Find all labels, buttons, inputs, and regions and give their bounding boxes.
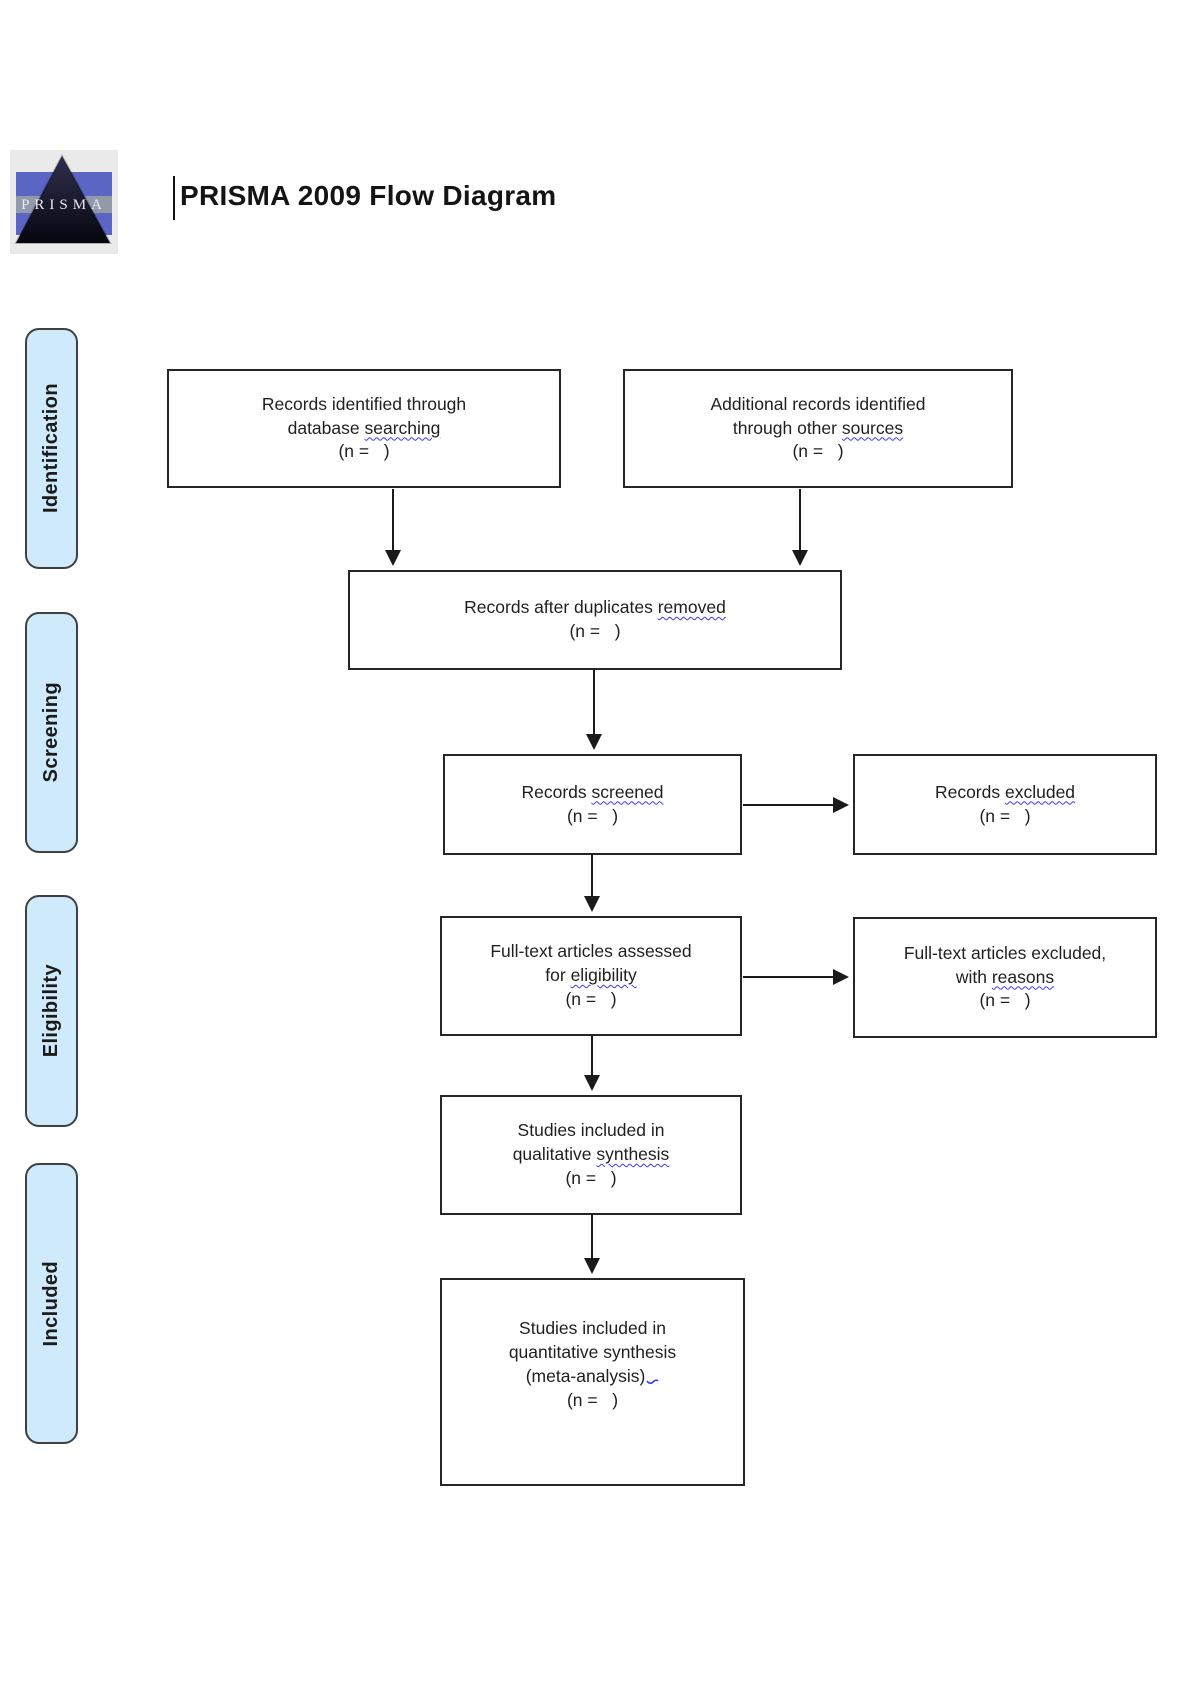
stage-label: Identification — [40, 383, 62, 514]
box-duplicates-removed[interactable]: Records after duplicates removed (n = ) — [348, 570, 842, 670]
box-records-excluded[interactable]: Records excluded (n = ) — [853, 754, 1157, 855]
n-value-field[interactable]: (n = ) — [567, 805, 618, 829]
box-text-line: Full-text articles excluded, — [904, 942, 1106, 966]
n-value-field[interactable]: (n = ) — [979, 805, 1030, 829]
stage-eligibility[interactable]: Eligibility — [25, 895, 78, 1127]
svg-text:PRISMA: PRISMA — [21, 197, 107, 213]
box-text-line: Full-text articles assessed — [490, 940, 691, 964]
box-records-identified[interactable]: Records identified through database sear… — [167, 369, 561, 488]
n-label: (n = ) — [566, 805, 619, 826]
grammar-flagged-word: searching — [364, 417, 441, 438]
text-run: quantitative synthesis — [508, 1342, 677, 1363]
n-value-field[interactable]: (n = ) — [567, 1389, 618, 1413]
grammar-flagged-word: eligibility — [570, 965, 637, 986]
box-text-line: qualitative synthesis — [513, 1143, 670, 1167]
text-run: for — [545, 965, 571, 986]
box-text-line: (meta-analysis) — [526, 1365, 660, 1389]
text-run: Full-text articles assessed — [490, 941, 692, 962]
text-run: (meta-analysis) — [525, 1366, 646, 1386]
box-text-line: Records identified through — [262, 393, 466, 417]
grammar-flagged-word: excluded — [1004, 781, 1076, 802]
n-label: (n = ) — [792, 441, 844, 462]
text-run: Additional records identified — [710, 393, 926, 414]
stage-included[interactable]: Included — [25, 1163, 78, 1444]
box-text-line: Studies included in — [519, 1317, 666, 1341]
grammar-flagged-word: removed — [657, 597, 726, 618]
box-text-line: Records excluded — [935, 781, 1075, 805]
stage-label: Screening — [40, 682, 62, 783]
text-cursor — [173, 176, 175, 220]
box-text-line: Records after duplicates removed — [464, 596, 726, 620]
page-title: PRISMA 2009 Flow Diagram — [180, 180, 557, 211]
box-text-line: with reasons — [956, 966, 1054, 990]
stage-identification[interactable]: Identification — [25, 328, 78, 569]
text-run: Records — [934, 781, 1005, 802]
text-run: qualitative — [512, 1144, 597, 1165]
box-quantitative-synthesis[interactable]: Studies included in quantitative synthes… — [440, 1278, 745, 1486]
stage-label: Included — [40, 1260, 62, 1347]
n-label: (n = ) — [979, 805, 1031, 826]
box-text-line: Additional records identified — [711, 393, 926, 417]
stage-label: Eligibility — [40, 964, 62, 1058]
text-run: Records — [521, 781, 592, 802]
text-run: Full-text articles excluded, — [903, 942, 1107, 963]
n-value-field[interactable]: (n = ) — [569, 620, 620, 644]
box-text-line: Studies included in — [518, 1119, 665, 1143]
text-run: with — [955, 966, 992, 987]
n-value-field[interactable]: (n = ) — [565, 1167, 616, 1191]
n-label: (n = ) — [565, 988, 617, 1009]
text-run: Studies included in — [519, 1318, 666, 1339]
stage-screening[interactable]: Screening — [25, 612, 78, 853]
n-label: (n = ) — [979, 990, 1031, 1011]
box-qualitative-synthesis[interactable]: Studies included in qualitative synthesi… — [440, 1095, 742, 1215]
grammar-flagged-word: reasons — [991, 966, 1055, 987]
text-run: Studies included in — [517, 1120, 665, 1141]
grammar-flagged-word: sources — [841, 417, 904, 438]
box-fulltext-excluded[interactable]: Full-text articles excluded, with reason… — [853, 917, 1157, 1038]
grammar-squiggle-icon — [646, 1379, 659, 1385]
text-run: Records identified through — [261, 393, 467, 414]
box-text-line: through other sources — [733, 417, 903, 441]
box-additional-records[interactable]: Additional records identified through ot… — [623, 369, 1013, 488]
n-label: (n = ) — [338, 441, 390, 462]
box-text-line: for eligibility — [545, 964, 636, 988]
n-value-field[interactable]: (n = ) — [338, 440, 389, 464]
n-value-field[interactable]: (n = ) — [792, 440, 843, 464]
box-fulltext-assessed[interactable]: Full-text articles assessed for eligibil… — [440, 916, 742, 1036]
box-text-line: database searching — [288, 417, 441, 441]
n-label: (n = ) — [565, 1167, 617, 1188]
box-records-screened[interactable]: Records screened (n = ) — [443, 754, 742, 855]
grammar-flagged-word: screened — [591, 781, 664, 802]
n-value-field[interactable]: (n = ) — [565, 988, 616, 1012]
box-text-line: quantitative synthesis — [509, 1341, 676, 1365]
prisma-logo-icon: PRISMA — [10, 150, 118, 254]
n-label: (n = ) — [569, 621, 621, 641]
text-run: Records after duplicates — [464, 597, 658, 618]
box-text-line: Records screened — [521, 781, 663, 805]
n-label: (n = ) — [566, 1389, 619, 1410]
grammar-flagged-word: synthesis — [596, 1144, 670, 1165]
text-run: database — [287, 417, 365, 438]
n-value-field[interactable]: (n = ) — [979, 989, 1030, 1013]
text-run: through other — [732, 417, 842, 438]
